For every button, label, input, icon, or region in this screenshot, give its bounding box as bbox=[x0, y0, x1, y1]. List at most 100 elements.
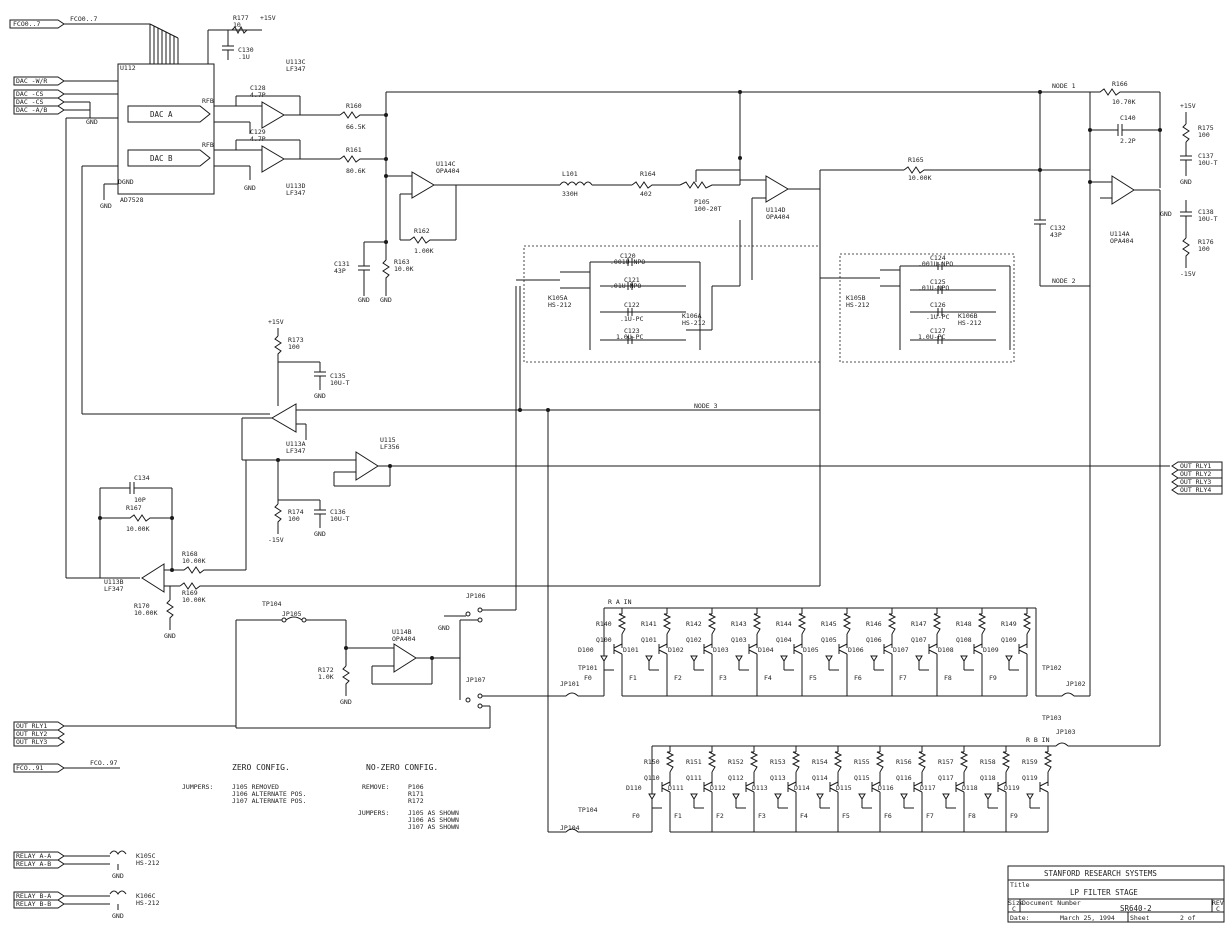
ladder-diode-label: D104 bbox=[758, 646, 774, 654]
svg-text:TP104: TP104 bbox=[262, 600, 282, 608]
svg-text:U114B: U114B bbox=[392, 628, 412, 636]
r160-r161: R160 66.5K R161 80.6K bbox=[339, 92, 388, 260]
svg-text:AD7528: AD7528 bbox=[120, 196, 144, 204]
svg-text:R164: R164 bbox=[640, 170, 656, 178]
svg-text:.001U-NPO: .001U-NPO bbox=[918, 260, 953, 268]
ladder-transistor bbox=[793, 643, 803, 649]
ladder-transistor bbox=[787, 781, 797, 787]
ladder-line-label: F3 bbox=[758, 812, 766, 820]
ladder-transistor-label: Q119 bbox=[1022, 774, 1038, 782]
ladder-diode-label: D112 bbox=[710, 784, 726, 792]
svg-text:R162: R162 bbox=[414, 227, 430, 235]
svg-text:-15V: -15V bbox=[268, 536, 284, 544]
svg-text:TP103: TP103 bbox=[1042, 714, 1062, 722]
ladder-line-label: F5 bbox=[842, 812, 850, 820]
svg-text:C131: C131 bbox=[334, 260, 350, 268]
svg-text:TP102: TP102 bbox=[1042, 664, 1062, 672]
svg-text:GND: GND bbox=[112, 872, 124, 880]
ladder-diode-label: D110 bbox=[626, 784, 642, 792]
ladder-transistor bbox=[829, 787, 839, 793]
port-dac-cs: DAC -CS DAC -CS DAC -A/B GND bbox=[13, 89, 118, 126]
svg-text:Size: Size bbox=[1008, 899, 1024, 907]
svg-text:U113B: U113B bbox=[104, 578, 124, 586]
ladder-diode-label: D111 bbox=[668, 784, 684, 792]
svg-text:JP105: JP105 bbox=[282, 610, 302, 618]
svg-text:DAC -CS: DAC -CS bbox=[16, 98, 43, 106]
svg-text:10: 10 bbox=[233, 21, 241, 29]
ladder-diode bbox=[600, 655, 608, 662]
ladder-transistor-label: Q115 bbox=[854, 774, 870, 782]
cap-bank-b: C124 .001U-NPO C125 .01U-NPO C126 .1U-PC… bbox=[820, 253, 1015, 363]
ladder-transistor-label: Q117 bbox=[938, 774, 954, 782]
ladder-diode bbox=[690, 793, 698, 800]
ladder-transistor bbox=[658, 649, 668, 655]
svg-text:C123: C123 bbox=[624, 327, 640, 335]
ladder-line-label: F1 bbox=[629, 674, 637, 682]
ladder-resistor-label: R150 bbox=[644, 758, 660, 766]
svg-text:.1U: .1U bbox=[238, 53, 250, 61]
svg-text:.1U-PC: .1U-PC bbox=[926, 313, 950, 321]
ladder-transistor bbox=[787, 787, 797, 793]
svg-text:R174: R174 bbox=[288, 508, 304, 516]
svg-text:U113A: U113A bbox=[286, 440, 306, 448]
svg-text:U114D: U114D bbox=[766, 206, 786, 214]
ladder-resistor bbox=[1043, 751, 1053, 773]
svg-text:REV: REV bbox=[1212, 899, 1224, 907]
ladder-transistor-label: Q111 bbox=[686, 774, 702, 782]
svg-text:1.0K: 1.0K bbox=[318, 673, 334, 681]
u115-opamp: U115 LF356 bbox=[241, 417, 1170, 487]
svg-text:Sheet: Sheet bbox=[1130, 914, 1150, 922]
ladder-line-label: F9 bbox=[1010, 812, 1018, 820]
svg-text:P106: P106 bbox=[408, 783, 424, 791]
svg-text:U112: U112 bbox=[120, 64, 136, 72]
ladder-transistor bbox=[703, 781, 713, 787]
svg-text:10.00K: 10.00K bbox=[182, 596, 206, 604]
doc-number: SR640-2 bbox=[1120, 904, 1152, 913]
svg-text:DGND: DGND bbox=[118, 178, 134, 186]
ladder-line-label: F0 bbox=[584, 674, 592, 682]
svg-text:GND: GND bbox=[86, 118, 98, 126]
svg-text:U114A: U114A bbox=[1110, 230, 1130, 238]
ladder-transistor bbox=[871, 787, 881, 793]
svg-text:R172: R172 bbox=[408, 797, 424, 805]
svg-text:R173: R173 bbox=[288, 336, 304, 344]
ladder-resistor bbox=[797, 613, 807, 635]
svg-text:OUT RLY3: OUT RLY3 bbox=[16, 738, 47, 746]
ladder-resistor bbox=[617, 613, 627, 635]
ladder-line-label: F4 bbox=[764, 674, 772, 682]
ladder-diode-label: D105 bbox=[803, 646, 819, 654]
ladder-resistor-label: R157 bbox=[938, 758, 954, 766]
ladder-resistor-label: R141 bbox=[641, 620, 657, 628]
svg-text:DAC B: DAC B bbox=[150, 154, 173, 163]
ladder-diode bbox=[780, 655, 788, 662]
svg-text:LF347: LF347 bbox=[104, 585, 124, 593]
svg-text:HS-212: HS-212 bbox=[136, 899, 160, 907]
svg-text:RELAY A-A: RELAY A-A bbox=[16, 852, 51, 860]
svg-text:100-20T: 100-20T bbox=[694, 205, 721, 213]
ladder-line-label: F6 bbox=[884, 812, 892, 820]
ladder-diode bbox=[942, 793, 950, 800]
ladder-transistor-label: Q105 bbox=[821, 636, 837, 644]
svg-text:Title: Title bbox=[1010, 881, 1030, 889]
r177-c130: R177 10 +15V C130 .1U bbox=[207, 14, 276, 64]
ladder-transistor-label: Q116 bbox=[896, 774, 912, 782]
ladder-transistor bbox=[1018, 649, 1028, 655]
svg-text:FCO..97: FCO..97 bbox=[90, 759, 117, 767]
svg-text:JP101: JP101 bbox=[560, 680, 580, 688]
svg-text:JUMPERS:: JUMPERS: bbox=[358, 809, 389, 817]
svg-text:JP104: JP104 bbox=[560, 824, 580, 832]
svg-text:+15V: +15V bbox=[268, 318, 284, 326]
ladder-diode bbox=[870, 655, 878, 662]
port-fco-bottom: FCO..91 FCO..97 bbox=[13, 759, 120, 773]
svg-text:R176: R176 bbox=[1198, 238, 1214, 246]
svg-text:1.00K: 1.00K bbox=[414, 247, 434, 255]
ladder-transistor bbox=[1039, 781, 1049, 787]
svg-text:100: 100 bbox=[288, 515, 300, 523]
